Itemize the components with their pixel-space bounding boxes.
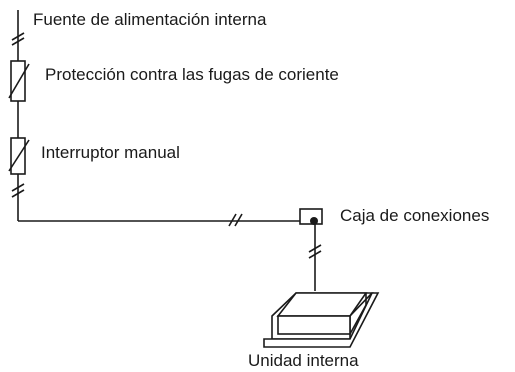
indoor-unit-symbol [263, 292, 380, 348]
power-source-label: Fuente de alimentación interna [33, 10, 267, 29]
indoor-unit-label: Unidad interna [248, 351, 359, 370]
wire-mark-top [11, 32, 25, 46]
wire-mark-drop [308, 244, 322, 259]
junction-dot [310, 217, 318, 225]
junction-box-label: Caja de conexiones [340, 206, 490, 225]
leakage-breaker-symbol [8, 60, 30, 102]
leakage-protection-label: Protección contra las fugas de coriente [45, 65, 339, 84]
wire-mark-horizontal [228, 213, 243, 227]
manual-switch-label: Interruptor manual [41, 143, 180, 162]
wire-mark-lower [11, 183, 25, 198]
manual-switch-symbol [8, 137, 30, 175]
